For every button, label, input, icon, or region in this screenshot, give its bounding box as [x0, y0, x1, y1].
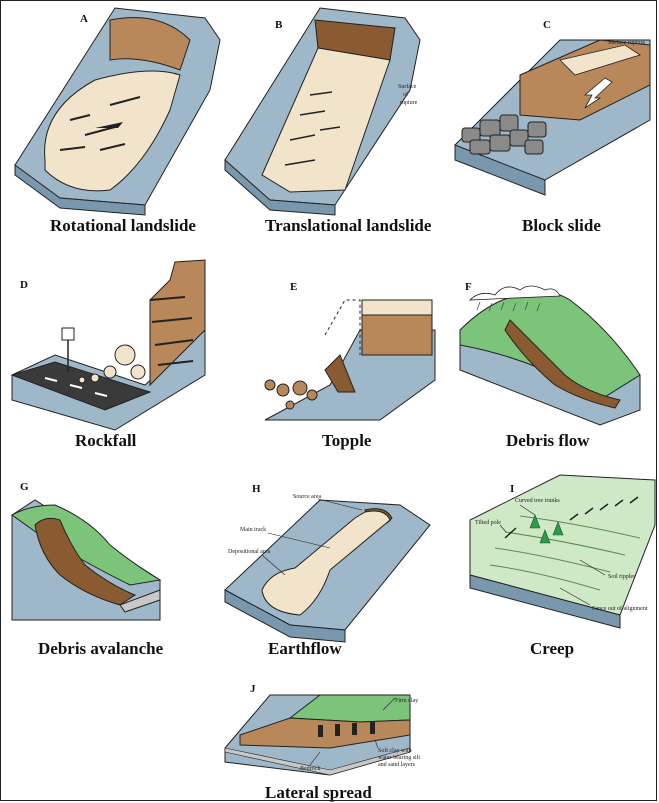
panel-g-title: Debris avalanche: [38, 639, 164, 658]
panel-i-letter: I: [510, 483, 514, 495]
panel-a-rotational-landslide: [15, 8, 220, 215]
panel-d-letter: D: [20, 279, 28, 291]
panel-j-annotation-soft-1: Soft clay with: [378, 747, 412, 754]
panel-j-annotation-soft-2: water-bearing silt: [378, 755, 420, 761]
panel-c-block-slide: [455, 40, 650, 195]
panel-b-annotation-rupture: rupture: [400, 100, 418, 106]
panel-e-letter: E: [290, 281, 297, 293]
panel-d-rockfall: [12, 260, 205, 430]
panel-b-title: Translational landslide: [265, 216, 432, 235]
panel-e-cliff-cap: [362, 300, 432, 315]
panel-a-letter: A: [80, 13, 88, 25]
panel-h-title: Earthflow: [268, 639, 342, 658]
panel-h-annotation-depositional: Depositional area: [228, 549, 270, 555]
panel-c-annotation-surface-rupture: Surface rupture: [608, 39, 645, 46]
panel-h-letter: H: [252, 483, 261, 495]
panel-h-annotation-source: Source area: [293, 494, 321, 500]
panel-b-letter: B: [275, 19, 283, 31]
panel-e-cliff-body: [362, 315, 432, 355]
panel-j-annotation-soft-3: and sand layers: [378, 762, 416, 768]
panel-e-title: Topple: [322, 431, 372, 450]
panel-a-title: Rotational landslide: [50, 216, 196, 235]
panel-h-earthflow: [225, 499, 430, 642]
panel-i-annotation-curved: Curved tree trunks: [515, 498, 560, 504]
panel-g-debris-avalanche: [12, 500, 160, 620]
panel-i-annotation-tilted: Tilted pole: [475, 520, 501, 526]
panel-f-debris-flow: [460, 286, 640, 425]
panel-j-title: Lateral spread: [265, 783, 372, 802]
panel-j-letter: J: [250, 683, 256, 695]
panel-g-letter: G: [20, 481, 29, 493]
panel-f-letter: F: [465, 281, 472, 293]
panel-b-annotation-surface: Surface: [398, 83, 417, 90]
panel-j-annotation-bedrock: Bedrock: [300, 766, 320, 772]
panel-j-annotation-firm: Firm clay: [395, 698, 418, 704]
panel-d-title: Rockfall: [75, 431, 137, 450]
panel-f-title: Debris flow: [506, 431, 590, 450]
panel-i-title: Creep: [530, 639, 574, 658]
panel-c-title: Block slide: [522, 216, 601, 235]
panel-i-annotation-fence: Fence out of alignment: [592, 605, 648, 612]
panel-e-topple: [265, 300, 435, 420]
panel-c-letter: C: [543, 19, 551, 31]
panel-b-translational-landslide: [225, 8, 420, 215]
panel-b-annotation-of: of: [403, 91, 408, 98]
panel-i-annotation-soil: Soil ripples: [608, 574, 636, 580]
panel-h-annotation-main: Main track: [240, 527, 266, 533]
